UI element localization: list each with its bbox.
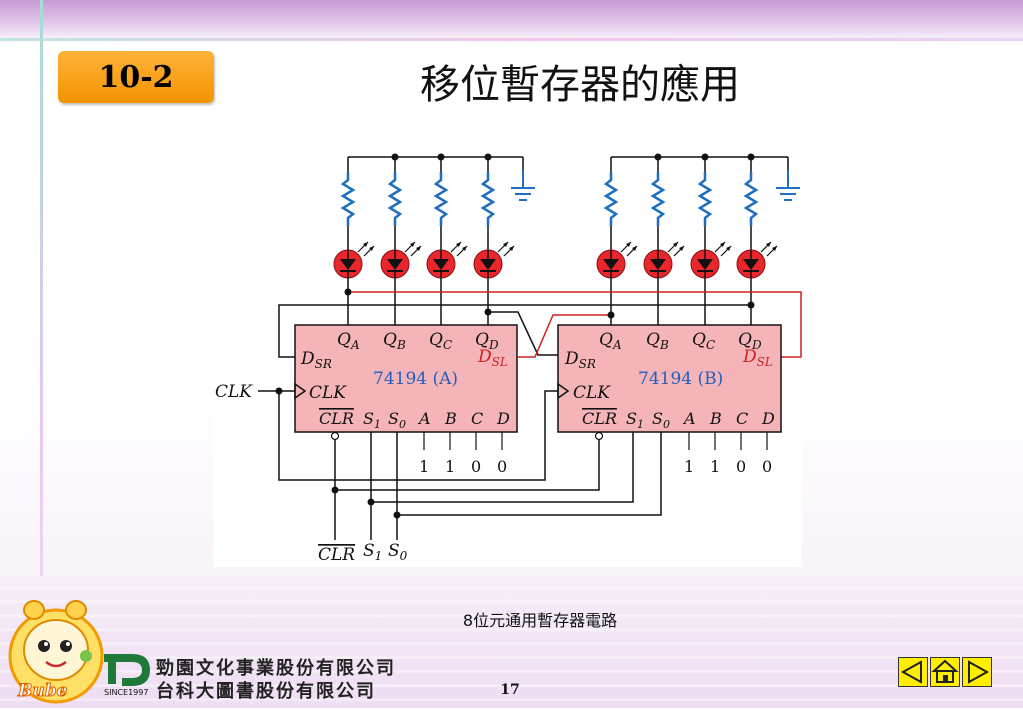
prev-slide-button[interactable]: [898, 657, 928, 687]
chip-b-value-a: 1: [684, 457, 694, 476]
led-bank-a: [333, 157, 515, 325]
chip-a-value-c: 0: [471, 457, 481, 476]
figure-caption: 8位元通用暫存器電路: [462, 611, 618, 630]
chip-a-value-d: 0: [497, 457, 507, 476]
chip-a-clk-label: CLK: [309, 383, 347, 403]
home-icon: [931, 659, 959, 683]
left-divider: [40, 0, 43, 708]
chip-b-clr-label: CLR: [582, 409, 617, 428]
chip-a-qc-label: QC: [429, 330, 452, 352]
chip-b-value-b: 1: [710, 457, 720, 476]
page-number: 17: [500, 682, 520, 698]
chip-a-dsl-label: DSL: [477, 347, 508, 369]
mascot-label: Bube: [17, 681, 68, 701]
bottom-band: [0, 576, 1023, 708]
chip-b-dsr-label: DSR: [564, 349, 596, 371]
interconnect-wires: [258, 291, 802, 540]
chip-b-dsl-label: DSL: [742, 347, 773, 369]
chip-a-input-c: C: [471, 409, 483, 428]
chip-a-input-d: D: [496, 409, 510, 428]
chip-a-value-a: 1: [419, 457, 429, 476]
section-badge: 10-2: [58, 51, 214, 103]
top-rail-b: [611, 153, 801, 201]
bottom-s0-label: S0: [388, 541, 408, 563]
chip-a-value-b: 1: [445, 457, 455, 476]
chip-a-clr-label: CLR: [319, 409, 354, 428]
chip-a-s1-label: S1: [363, 409, 381, 431]
chip-a-qa-label: QA: [337, 330, 360, 352]
chip-a-qd-label: QD: [475, 330, 499, 352]
chip-b-input-c: C: [736, 409, 748, 428]
bottom-clr-label: CLR: [318, 545, 355, 565]
next-slide-button[interactable]: [962, 657, 992, 687]
junction-dots: [275, 288, 755, 519]
chip-b-name: 74194 (B): [638, 369, 723, 389]
page-title: 移位暫存器的應用: [420, 62, 740, 108]
chip-b-value-d: 0: [762, 457, 772, 476]
chip-a-name: 74194 (A): [373, 369, 458, 389]
led-bank-b: [596, 157, 778, 325]
chip-b-input-a: A: [682, 409, 696, 428]
clk-input-label: CLK: [215, 382, 253, 402]
chip-b-qb-label: QB: [646, 330, 669, 352]
circuit-diagram: QA QB QC QD DSR DSL 74194 (A) CLK CLR S1…: [213, 150, 802, 567]
chip-b-input-b: B: [709, 409, 722, 428]
bube-mascot: Bube: [4, 598, 108, 706]
chip-b-s1-label: S1: [626, 409, 644, 431]
chip-b: QA QB QC QD DSR DSL 74194 (B) CLK CLR S1…: [557, 324, 782, 476]
top-band: [0, 0, 1023, 44]
chip-a: QA QB QC QD DSR DSL 74194 (A) CLK CLR S1…: [294, 324, 518, 476]
since-label: SINCE1997: [104, 688, 149, 697]
right-triangle-icon: [968, 660, 990, 684]
chip-a-input-b: B: [444, 409, 457, 428]
chip-a-dsr-label: DSR: [300, 349, 332, 371]
home-button[interactable]: [930, 657, 960, 687]
company-name-2: 台科大圖書股份有限公司: [156, 681, 376, 702]
left-triangle-icon: [900, 660, 922, 684]
chip-b-qd-label: QD: [738, 330, 762, 352]
chip-b-s0-label: S0: [652, 409, 670, 431]
chip-a-input-a: A: [417, 409, 431, 428]
chip-b-value-c: 0: [736, 457, 746, 476]
chip-b-qc-label: QC: [692, 330, 715, 352]
chip-a-s0-label: S0: [388, 409, 406, 431]
company-logo: [104, 650, 152, 698]
chip-b-input-d: D: [761, 409, 775, 428]
company-name-1: 勁園文化事業股份有限公司: [156, 658, 396, 679]
top-divider: [0, 38, 1023, 41]
bottom-s1-label: S1: [363, 541, 382, 563]
chip-a-qb-label: QB: [383, 330, 406, 352]
chip-b-clk-label: CLK: [573, 383, 611, 403]
chip-b-qa-label: QA: [599, 330, 622, 352]
